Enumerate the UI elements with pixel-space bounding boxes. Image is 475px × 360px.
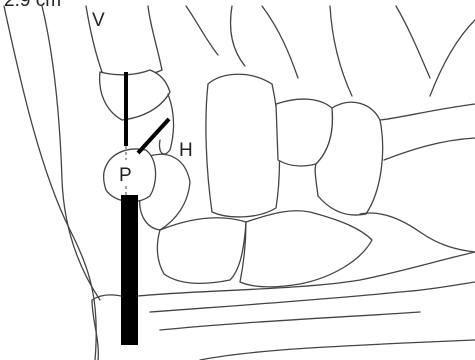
radius-shaft — [160, 312, 475, 360]
ulnar-axis-bar — [121, 195, 138, 345]
hook-line — [138, 119, 169, 153]
hook-label: H — [179, 140, 193, 161]
capitate — [206, 74, 280, 217]
lunate — [157, 218, 246, 284]
pisiform-label: P — [119, 165, 132, 186]
top-caption-fragment: 2.9 cm — [4, 0, 61, 11]
hamate — [100, 70, 170, 120]
radius-styloid — [150, 282, 475, 312]
hand-outline — [4, 6, 96, 360]
metacarpal-iii — [262, 6, 352, 96]
first-metacarpal-base — [380, 104, 475, 160]
scaphoid — [240, 211, 372, 287]
metacarpal-label: V — [92, 10, 105, 31]
metacarpal-iv — [186, 6, 245, 66]
metacarpal-ii — [396, 6, 475, 96]
vertical-axis-line — [124, 72, 128, 146]
scaphoid-tubercle — [360, 213, 475, 252]
forearm-outline-left — [42, 6, 100, 300]
